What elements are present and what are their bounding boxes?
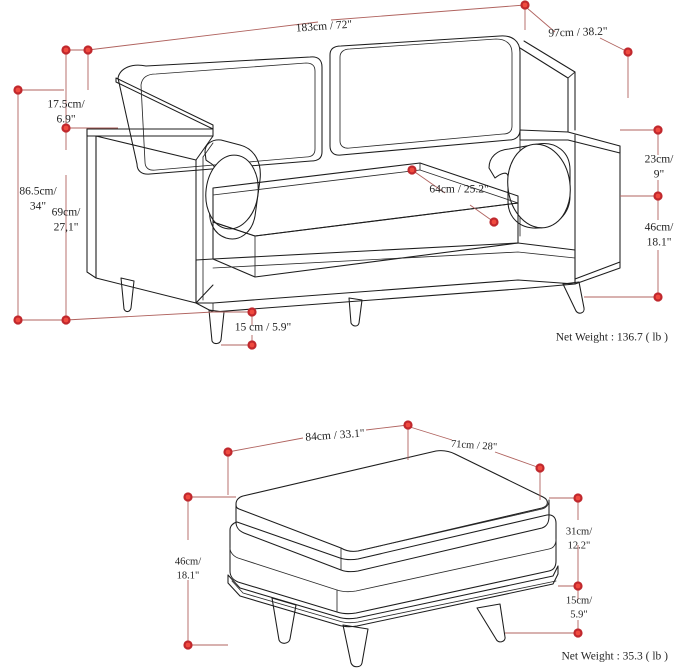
sofa-seat-back-label-in: 27,1" [54,222,79,234]
ottoman-body-height-label-in: 12.2" [568,540,591,551]
ottoman-dimensions [187,424,579,646]
sofa-height-label-cm: 86.5cm/ [19,186,57,198]
sofa-seat-back-label-cm: 69cm/ [52,207,82,219]
sofa-back-cushion-label-cm: 17.5cm/ [47,99,85,111]
sofa-dimension-dots [13,0,663,350]
sofa-width-label: 183cm / 72" [295,19,352,35]
sofa-back-cushion-label-in: 6.9" [56,114,75,126]
ottoman-height-label-cm: 46cm/ [175,556,201,567]
sofa-seat-height-label-in: 18.1" [647,237,672,249]
ottoman-body-height-label-cm: 31cm/ [566,526,592,537]
sofa-leg-height-label: 15 cm / 5.9" [235,322,291,334]
sofa-depth-label: 97cm / 38.2" [548,26,608,40]
ottoman-depth-label: 71cm / 28" [451,439,498,453]
sofa-net-weight: Net Weight : 136.7 ( lb ) [556,332,668,344]
sofa-seat-depth-label: 64cm / 25.2" [429,184,488,196]
ottoman-leg-height-label-cm: 15cm/ [566,595,592,606]
sofa-seat-height-label-cm: 46cm/ [645,222,675,234]
ottoman-dimension-dots [183,420,583,650]
ottoman-leg-height-label-in: 5.9" [570,609,587,620]
ottoman-height-label-in: 18.1" [177,570,200,581]
ottoman-illustration [227,450,559,668]
ottoman-net-weight: Net Weight : 35.3 ( lb ) [562,651,669,663]
ottoman-width-label: 84cm / 33.1" [305,428,365,444]
sofa-dimensions [17,4,659,346]
sofa-height-label-in: 34" [30,201,46,213]
sofa-arm-height-label-in: 9" [654,169,664,181]
sofa-arm-height-label-cm: 23cm/ [645,154,675,166]
sofa-illustration [86,35,621,345]
